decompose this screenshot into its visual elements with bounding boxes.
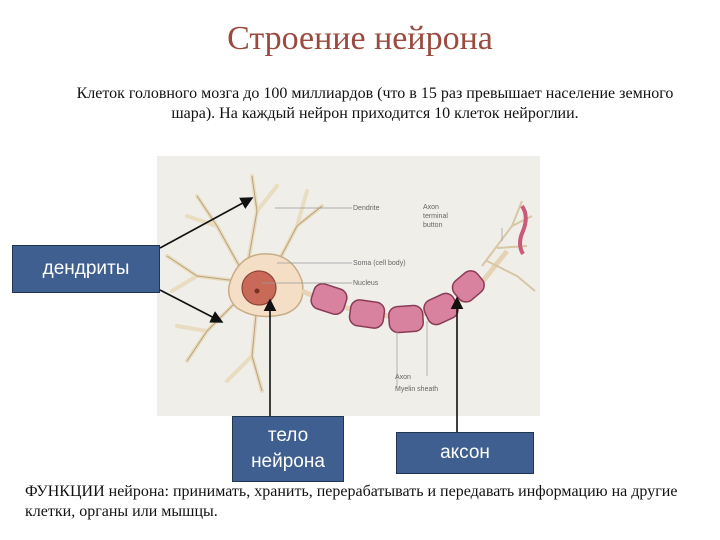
label-soma: Soma (cell body) <box>353 260 406 267</box>
callout-cell-body-line2: нейрона <box>251 451 325 472</box>
label-axon-terminal-2: terminal <box>423 213 448 220</box>
myelin-sheath-shape <box>310 270 485 334</box>
page-title: Строение нейрона <box>227 20 493 57</box>
label-myelin: Myelin sheath <box>395 386 438 393</box>
callout-axon: аксон <box>396 432 534 474</box>
label-axon: Axon <box>395 374 411 381</box>
callout-cell-body: тело нейрона <box>232 416 344 482</box>
label-axon-terminal-3: button <box>423 222 443 229</box>
neuron-illustration: Dendrite Soma (cell body) Nucleus Axon t… <box>157 156 540 416</box>
callout-cell-body-line1: тело <box>267 425 309 446</box>
callout-dendrites: дендриты <box>12 245 160 293</box>
terminal-button-shape <box>518 204 528 256</box>
label-axon-terminal-1: Axon <box>423 204 439 211</box>
label-leaders <box>262 207 503 388</box>
intro-text: Клеток головного мозга до 100 миллиардов… <box>76 85 674 122</box>
label-dendrite: Dendrite <box>353 205 380 212</box>
nucleus-shape <box>241 270 277 306</box>
functions-text: ФУНКЦИИ нейрона: принимать, хранить, пер… <box>25 483 678 520</box>
label-nucleus: Nucleus <box>353 280 379 287</box>
neuron-drawing: Dendrite Soma (cell body) Nucleus Axon t… <box>165 174 536 393</box>
nucleolus-shape <box>254 288 260 294</box>
